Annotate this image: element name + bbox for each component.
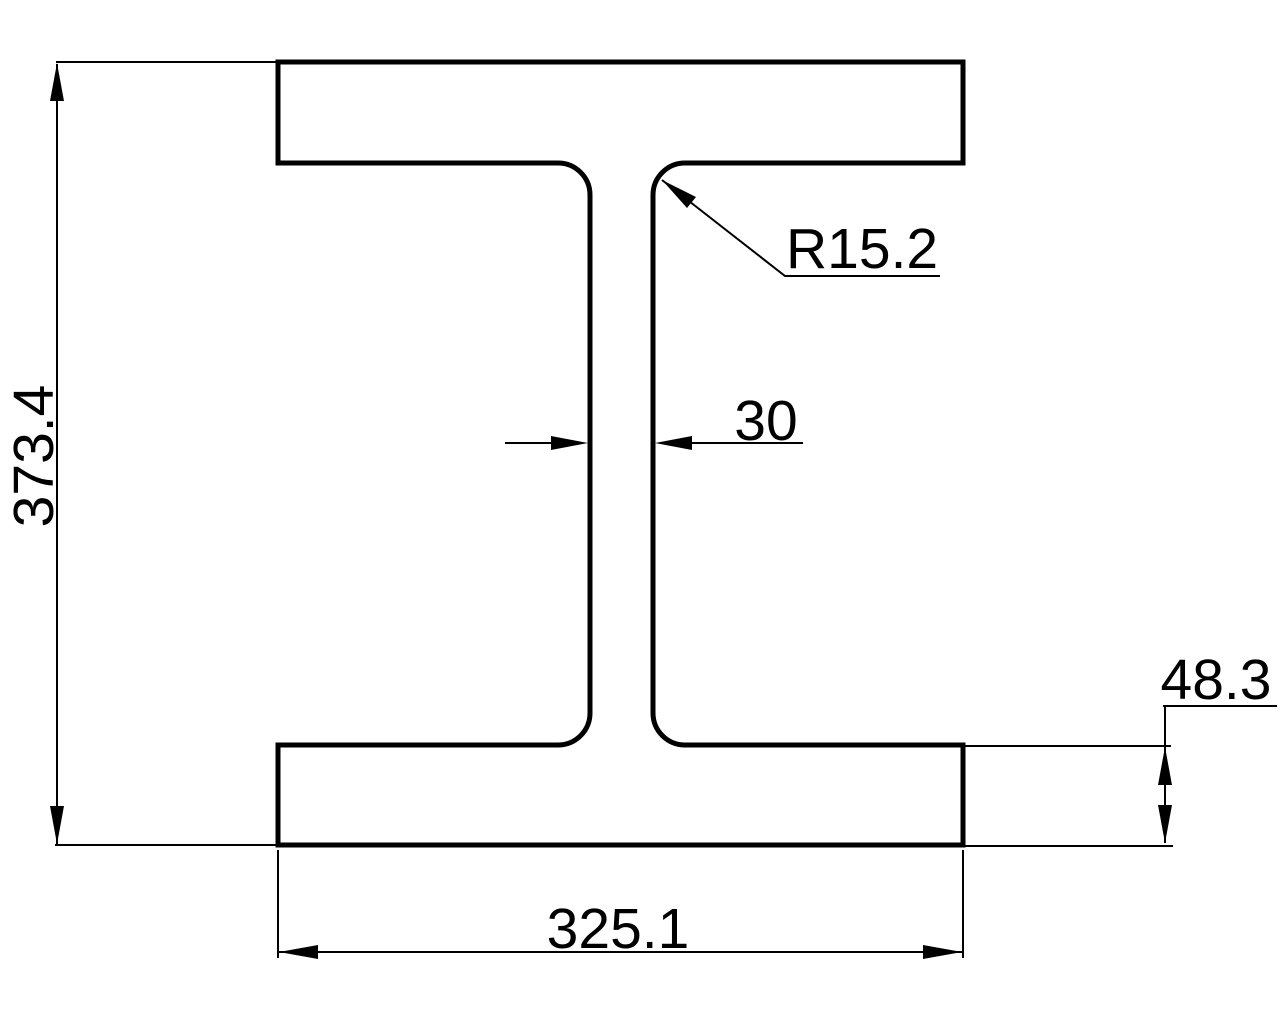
web-arrow-right-icon <box>551 436 588 450</box>
beam-outline <box>275 59 966 848</box>
web-arrow-left-icon <box>655 436 692 450</box>
height-arrow-down-icon <box>50 806 64 844</box>
flange-arrow-down-icon <box>1158 805 1172 843</box>
web-thickness-label: 30 <box>734 389 797 453</box>
height-dimension-label: 373.4 <box>2 385 66 528</box>
width-dimension-label: 325.1 <box>547 897 690 961</box>
width-arrow-left-icon <box>279 945 318 959</box>
web-thickness-dimension: 30 <box>505 389 803 453</box>
radius-arrow-icon <box>662 180 696 208</box>
height-dimension: 373.4 <box>2 61 280 846</box>
radius-leader: R15.2 <box>661 179 940 281</box>
radius-dimension-label: R15.2 <box>786 217 938 281</box>
flange-thickness-dimension: 48.3 <box>965 648 1277 847</box>
flange-thickness-label: 48.3 <box>1161 648 1272 712</box>
radius-leader-line <box>661 179 940 277</box>
height-arrow-up-icon <box>50 63 64 101</box>
flange-arrow-up-icon <box>1158 747 1172 785</box>
width-dimension: 325.1 <box>277 850 964 961</box>
width-arrow-right-icon <box>923 945 962 959</box>
